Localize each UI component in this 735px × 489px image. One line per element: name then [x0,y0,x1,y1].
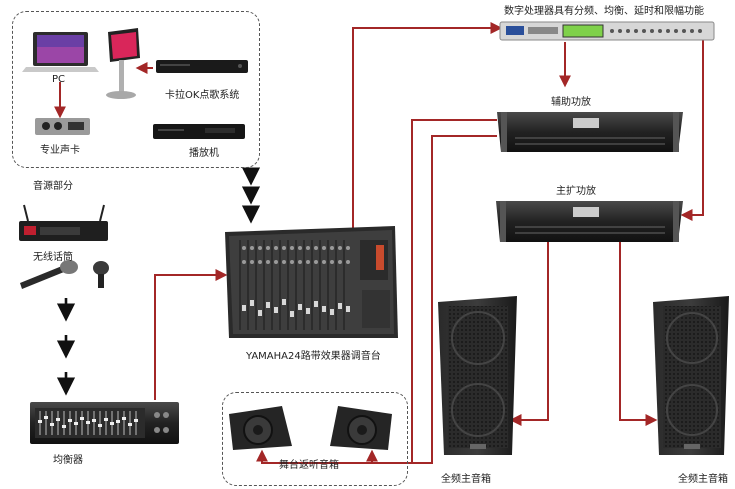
mixing-console [225,226,398,338]
player-label: 播放机 [189,148,219,159]
mixer-label: YAMAHA24路带效果器调音台 [246,351,381,362]
flow-arrows [56,167,261,396]
cable-aux-amp-to-monitor-left [256,135,497,464]
wireless-receiver [19,204,108,241]
stage-monitor-right [330,406,392,450]
sound-card-device [35,118,90,135]
equalizer-device [30,402,179,444]
main-speaker-right-label: 全频主音箱 [678,474,728,485]
karaoke-touchscreen [106,28,140,99]
dvd-player-device [156,60,248,73]
pc-label: PC [52,74,66,85]
cable-equalizer-to-mixer [154,269,228,400]
aux-amplifier-device [497,112,683,152]
processor-label: 数字处理器具有分频、均衡、延时和限幅功能 [504,6,704,17]
aux-amp-label: 辅助功放 [551,97,591,108]
main-amp-label: 主扩功放 [556,186,596,197]
cable-main-amp-to-speaker-left [509,240,549,426]
stage-monitor-group-outline [222,392,408,486]
media-player-device [153,124,245,139]
stage-monitor-label: 舞台返听音箱 [279,460,339,471]
main-speaker-right [653,296,729,455]
source-section-outline [12,11,260,168]
karaoke-system-label: 卡拉OK点歌系统 [165,90,240,101]
source-section-label: 音源部分 [33,181,73,192]
signal-cables [54,22,704,464]
sound-card-label: 专业声卡 [40,145,80,156]
handheld-mic [20,260,78,289]
wireless-mic-label: 无线话筒 [33,252,73,263]
equalizer-label: 均衡器 [53,455,83,466]
digital-processor-device [499,21,715,41]
cable-mixer-to-processor [352,22,503,228]
laptop-pc [22,32,99,72]
main-speaker-left-label: 全频主音箱 [441,474,491,485]
main-speaker-left [438,296,517,455]
main-amplifier-device [496,201,683,242]
cable-processor-to-main-amp [680,40,704,221]
cable-main-amp-to-speaker-right [619,240,658,426]
mic-on-clip [93,261,109,288]
stage-monitor-left [229,406,292,450]
